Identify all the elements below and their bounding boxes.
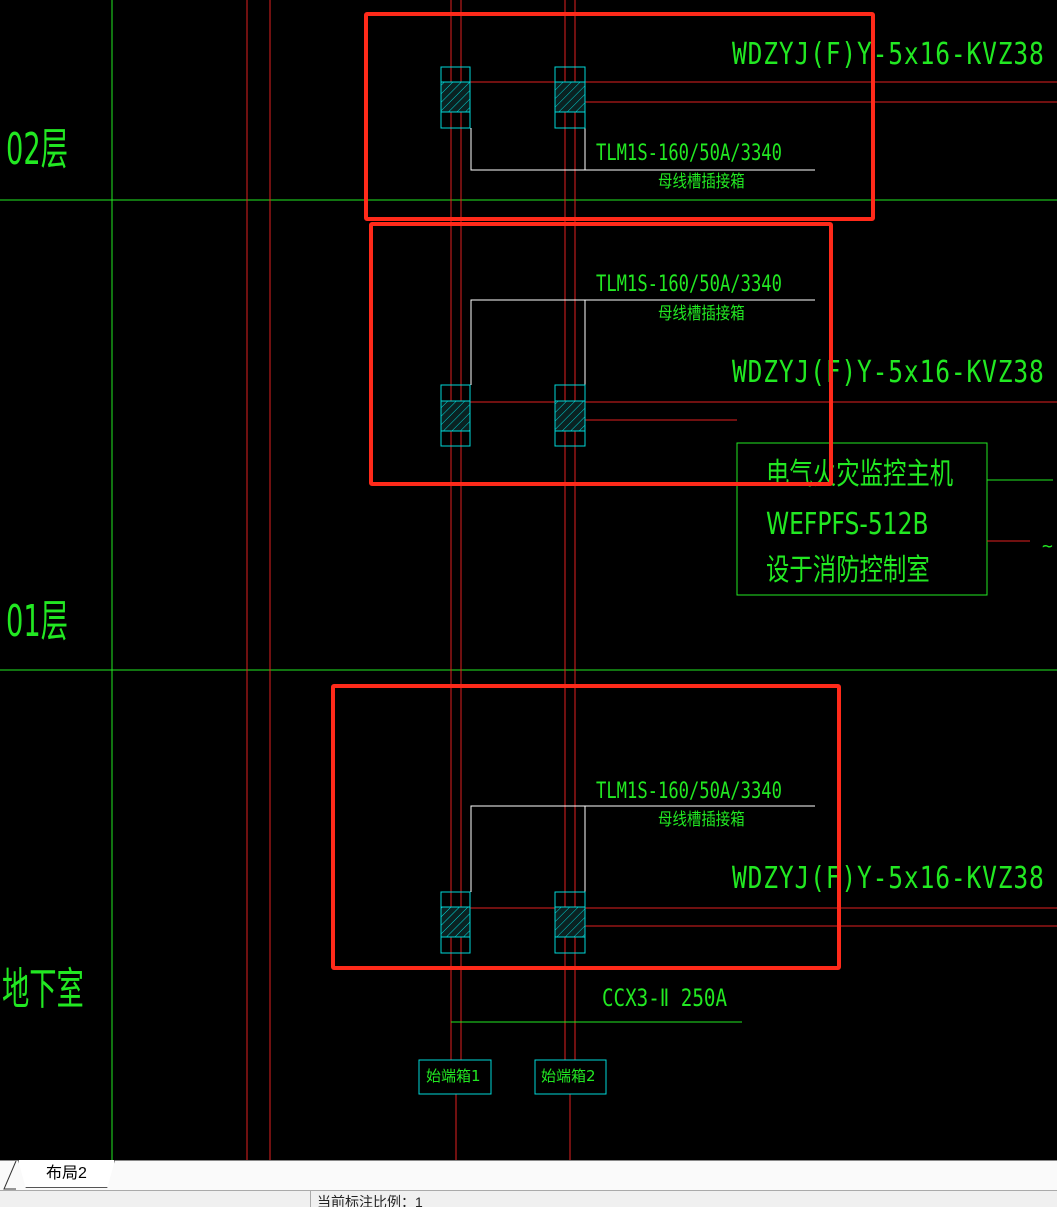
tab-scroll-left-icon[interactable] [0, 1161, 18, 1191]
busway-model-2: TLM1S-160/50A/3340 [596, 272, 782, 297]
busway-desc-2: 母线槽插接箱 [658, 304, 745, 324]
monitor-model: WEFPFS-512B [766, 507, 929, 542]
busway-desc-3: 母线槽插接箱 [658, 810, 745, 830]
cable-spec-2: WDZYJ(F)Y-5x16-KVZ38 [732, 355, 1045, 390]
start-box-1-label: 始端箱1 [426, 1067, 481, 1085]
plug-box-symbol [554, 891, 586, 954]
busway-model-3: TLM1S-160/50A/3340 [596, 779, 782, 804]
monitor-host-frame [736, 442, 988, 596]
busway-desc-1: 母线槽插接箱 [658, 172, 745, 192]
cad-linework [0, 0, 1057, 1160]
floor-label-basement: 地下室 [2, 964, 84, 1015]
cable-spec-3: WDZYJ(F)Y-5x16-KVZ38 [732, 861, 1045, 896]
plug-box-symbol [440, 891, 471, 954]
tab-layout2[interactable]: 布局2 [18, 1160, 115, 1188]
cable-spec-1: WDZYJ(F)Y-5x16-KVZ38 [732, 37, 1045, 72]
monitor-tilde: ~ [1042, 536, 1053, 557]
monitor-location: 设于消防控制室 [766, 553, 930, 588]
floor-label-02: 02层 [6, 124, 68, 175]
cad-drawing-canvas[interactable]: 02层 01层 地下室 WDZYJ(F)Y-5x16-KVZ38 TLM1S-1… [0, 0, 1057, 1160]
plug-box-symbol [554, 66, 586, 129]
plug-box-symbol [554, 384, 586, 447]
highlight-box-3 [331, 684, 841, 970]
status-bar: 当前标注比例：1 [0, 1190, 1057, 1207]
annotation-scale-status: 当前标注比例：1 [310, 1191, 423, 1207]
start-box-2-label: 始端箱2 [541, 1067, 596, 1085]
busbar-model: CCX3-Ⅱ 250A [602, 984, 728, 1012]
layout-tab-bar: 布局2 [0, 1160, 1057, 1191]
plug-box-symbol [440, 66, 471, 129]
busway-model-1: TLM1S-160/50A/3340 [596, 141, 782, 166]
highlight-box-1 [364, 12, 875, 221]
plug-box-symbol [440, 384, 471, 447]
highlight-box-2 [369, 222, 833, 486]
floor-label-01: 01层 [6, 596, 68, 647]
